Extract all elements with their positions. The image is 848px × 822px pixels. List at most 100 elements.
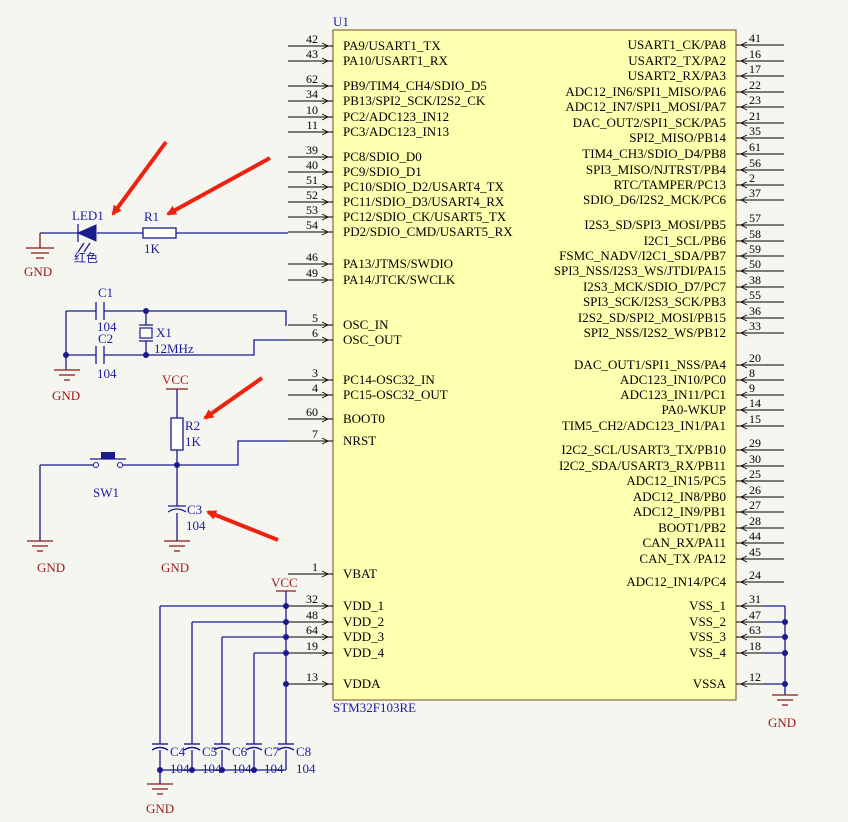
right-pin-number: 63 [749,623,761,637]
left-pin-number: 13 [306,670,318,684]
decoupling-ref: C7 [264,744,280,759]
left-pin-label: NRST [343,433,376,448]
right-pin-number: 45 [749,545,761,559]
right-pin-number: 41 [749,31,761,45]
left-pin: 13 VDDA [288,670,381,691]
decoupling-value: 104 [264,761,284,776]
left-pin-label: VDD_3 [343,629,384,644]
left-pin-label: VDDA [343,676,381,691]
left-pin-label: PC15-OSC32_OUT [343,387,448,402]
right-pin: 36 I2S2_SD/SPI2_MOSI/PB15 [578,304,784,325]
right-pin-number: 30 [749,452,761,466]
right-pin-label: ADC12_IN9/PB1 [633,504,726,519]
right-pin-label: PA0-WKUP [661,402,726,417]
left-pin-label: BOOT0 [343,411,385,426]
left-pin-number: 52 [306,188,318,202]
left-pin-number: 7 [312,427,318,441]
gnd-label-vss: GND [768,715,796,730]
chip-part-number: STM32F103RE [333,700,416,715]
right-pin: 14 PA0-WKUP [661,396,784,417]
left-pin-label: PB13/SPI2_SCK/I2S2_CK [343,93,486,108]
left-pin-number: 34 [306,87,318,101]
right-pin-label: I2C1_SCL/PB6 [644,233,727,248]
left-pin-number: 3 [312,366,318,380]
right-pin-number: 24 [749,568,761,582]
left-pin-number: 32 [306,592,318,606]
right-pin-label: ADC123_IN10/PC0 [620,372,726,387]
right-pin-number: 55 [749,288,761,302]
right-pin-label: I2S3_SD/SPI3_MOSI/PB5 [584,217,726,232]
gnd-label-led: GND [24,264,52,279]
right-pin-label: VSSA [693,676,727,691]
right-pin-number: 17 [749,62,761,76]
left-pin-number: 4 [312,381,318,395]
right-pin-number: 44 [749,529,761,543]
right-pin-label: I2S2_SD/SPI2_MOSI/PB15 [578,310,726,325]
left-pin-label: PC14-OSC32_IN [343,372,435,387]
x1-value: 12MHz [154,341,194,356]
vcc-label-reset: VCC [162,372,189,387]
right-pin-label: ADC12_IN14/PC4 [626,574,726,589]
x1-ref: X1 [156,325,172,340]
decoupling-ref: C8 [296,744,311,759]
right-pin-number: 59 [749,242,761,256]
right-pin-label: SDIO_D6/I2S2_MCK/PC6 [583,192,727,207]
reset-circuit: VCC R2 1K SW1 C3 104 GND GND [27,372,288,575]
right-pin-number: 2 [749,171,755,185]
vss-ground: GND [764,605,798,730]
r1-ref: R1 [144,209,159,224]
right-pin-label: BOOT1/PB2 [658,520,726,535]
sw1-ref: SW1 [93,485,119,500]
c1-ref: C1 [98,285,113,300]
right-pin-label: RTC/TAMPER/PC13 [614,177,726,192]
led-icon [76,224,97,242]
chip-designator: U1 [333,14,349,29]
c1-value: 104 [97,319,117,334]
right-pin-number: 14 [749,396,761,410]
r1-resistor-icon [142,227,177,239]
decoupling-value: 104 [296,761,316,776]
arrow-c3-icon [206,510,279,542]
annotation-arrows [111,140,279,542]
right-pin-number: 36 [749,304,761,318]
crystal-circuit: C1 104 C2 104 X1 12MHz GND [52,285,288,403]
right-pin-number: 29 [749,436,761,450]
right-pin-label: DAC_OUT2/SPI1_SCK/PA5 [573,115,726,130]
right-pin-number: 27 [749,498,761,512]
right-pin-number: 35 [749,124,761,138]
right-pin-number: 21 [749,109,761,123]
right-pin: 24 ADC12_IN14/PC4 [626,568,784,589]
right-pin-label: ADC12_IN15/PC5 [626,473,726,488]
arrow-led-icon [111,140,168,216]
arrow-r1-icon [166,156,271,216]
